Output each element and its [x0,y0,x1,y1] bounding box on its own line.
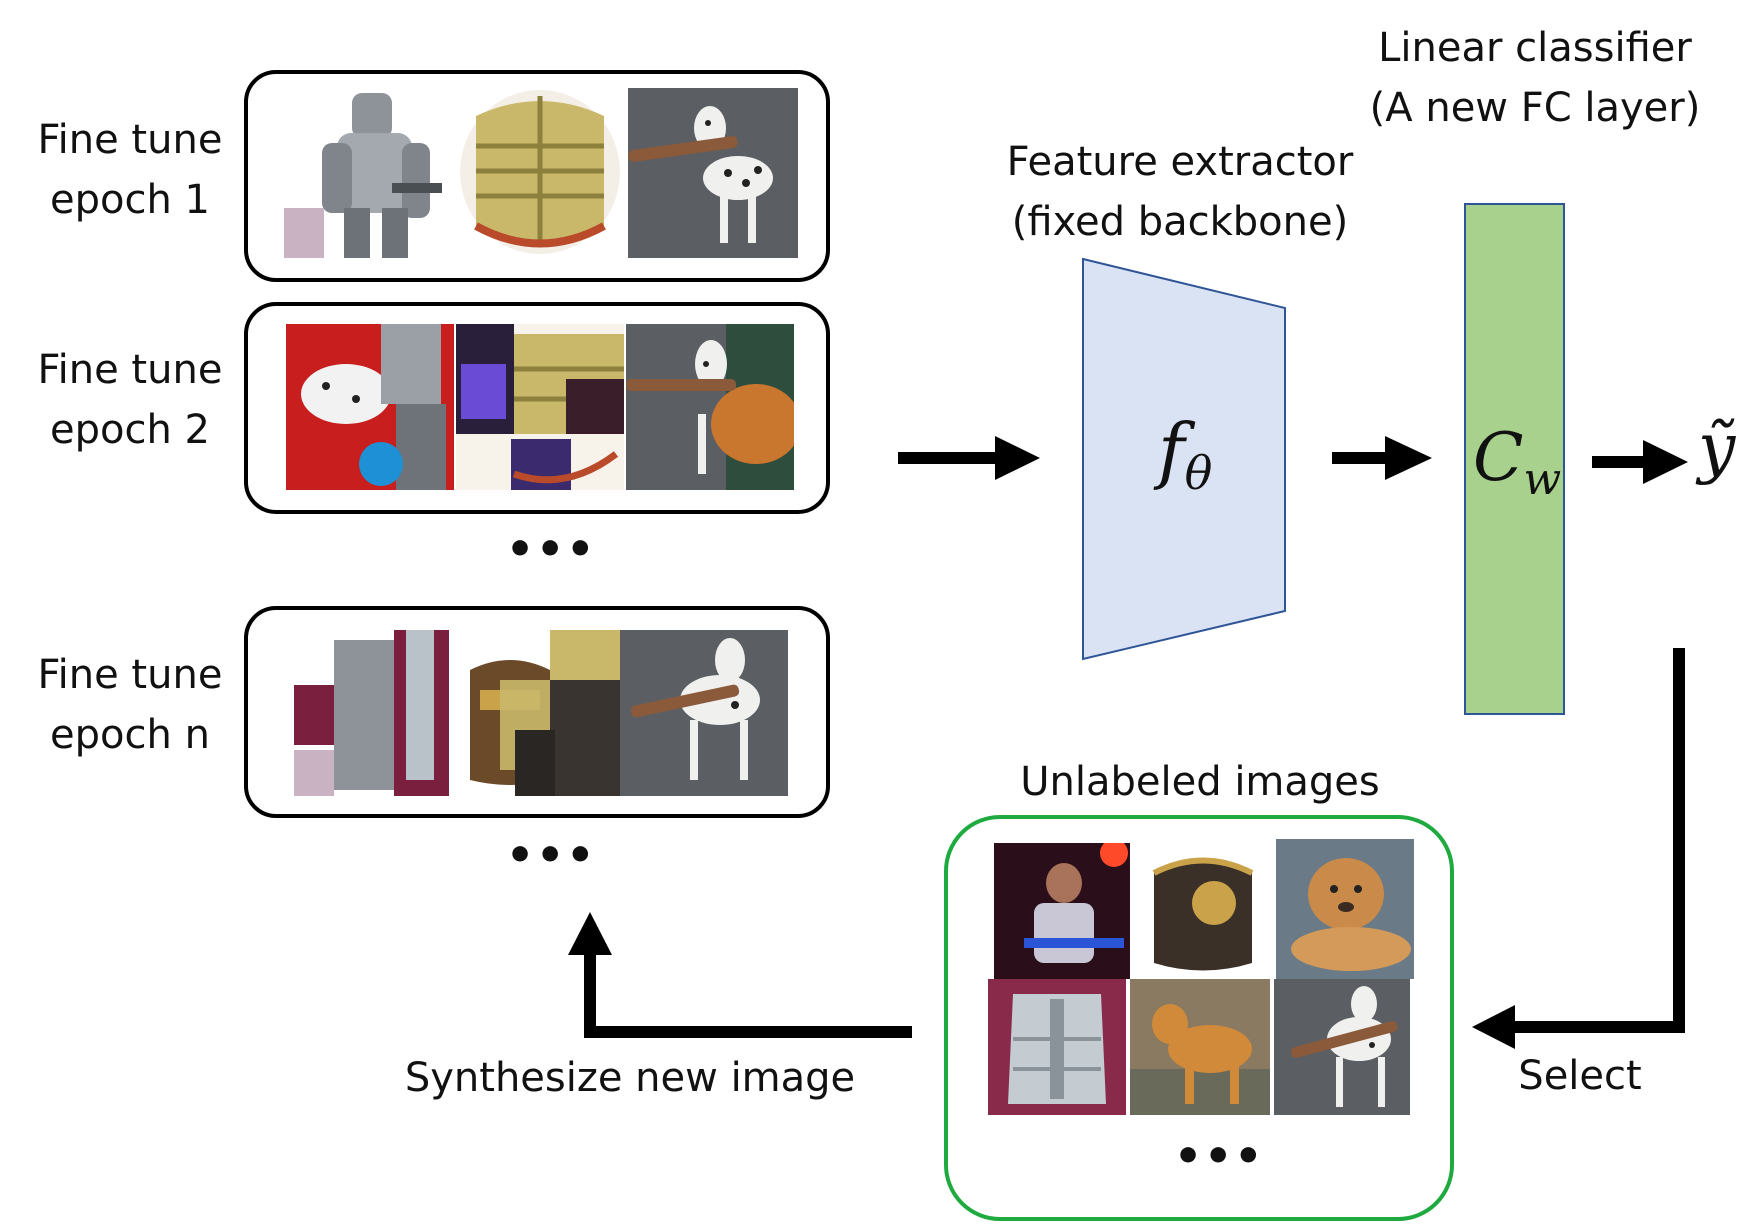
feature-extractor-title-line2: (fixed backbone) [1011,199,1349,245]
linear-classifier-title-line2: (A new FC layer) [1369,85,1701,131]
epoch-2-label-line2: epoch 2 [50,407,210,453]
metal-breastplate-image [988,979,1126,1115]
linear-classifier-title: Linear classifier (A new FC layer) [1325,18,1745,138]
knight-armor-image [282,88,452,258]
select-arrow [1472,648,1685,1049]
linear-classifier-title-line1: Linear classifier [1378,25,1692,71]
mixed-patch-3-image [626,324,794,490]
golden-retriever-lying-image [1276,839,1414,979]
unlabeled-ellipsis: ••• [1174,1131,1265,1182]
dalmatian-image [628,88,798,258]
epoch-1-label-line2: epoch 1 [50,177,210,223]
mixed-patch-5-image [460,630,628,796]
leather-armor-image [1134,843,1272,979]
mixed-patch-1-image [286,324,454,490]
arrow-to-feature-extractor [898,436,1040,480]
f-theta-subscript: θ [1184,446,1213,500]
arrow-to-classifier [1332,436,1432,480]
select-label: Select [1518,1053,1642,1099]
f-theta-base: f [1158,408,1185,492]
linear-classifier-block [1464,203,1565,715]
feature-extractor-title: Feature extractor (fixed backbone) [980,132,1380,252]
epoch-1-image-strip [244,70,830,282]
breastplate-image [456,86,624,258]
arrow-to-output [1592,440,1688,484]
epoch-1-label: Fine tune epoch 1 [20,110,240,230]
epoch-2-label-line1: Fine tune [37,347,223,393]
synthesize-arrow [568,912,912,1038]
classifier-symbol: Cw [1473,418,1561,520]
ellipsis-between-epochs: ••• [506,524,597,575]
mixed-patch-2-image [456,324,624,490]
feature-extractor-symbol: fθ [1158,410,1212,513]
dalmatian-stick-image [1274,979,1410,1115]
epoch-n-label: Fine tune epoch n [20,645,240,765]
epoch-2-label: Fine tune epoch 2 [20,340,240,460]
epoch-2-image-strip [244,302,830,514]
golden-retriever-standing-image [1130,979,1270,1115]
output-y-tilde: ỹ [1698,409,1736,486]
synthesize-label: Synthesize new image [404,1055,856,1101]
feature-extractor-block [1082,257,1286,661]
c-w-base: C [1473,419,1524,496]
epoch-n-label-line2: epoch n [50,712,210,758]
mixed-patch-6-image [620,630,788,796]
epoch-1-label-line1: Fine tune [37,117,223,163]
epoch-n-image-strip [244,606,830,818]
guitarist-image [994,843,1130,979]
feature-extractor-title-line1: Feature extractor [1006,139,1354,185]
mixed-patch-4-image [294,630,462,796]
epoch-n-label-line1: Fine tune [37,652,223,698]
ellipsis-after-epochs: ••• [506,830,597,881]
c-w-subscript: w [1523,454,1562,505]
unlabeled-images-pool: ••• [944,815,1454,1221]
unlabeled-images-title: Unlabeled images [1020,759,1380,805]
